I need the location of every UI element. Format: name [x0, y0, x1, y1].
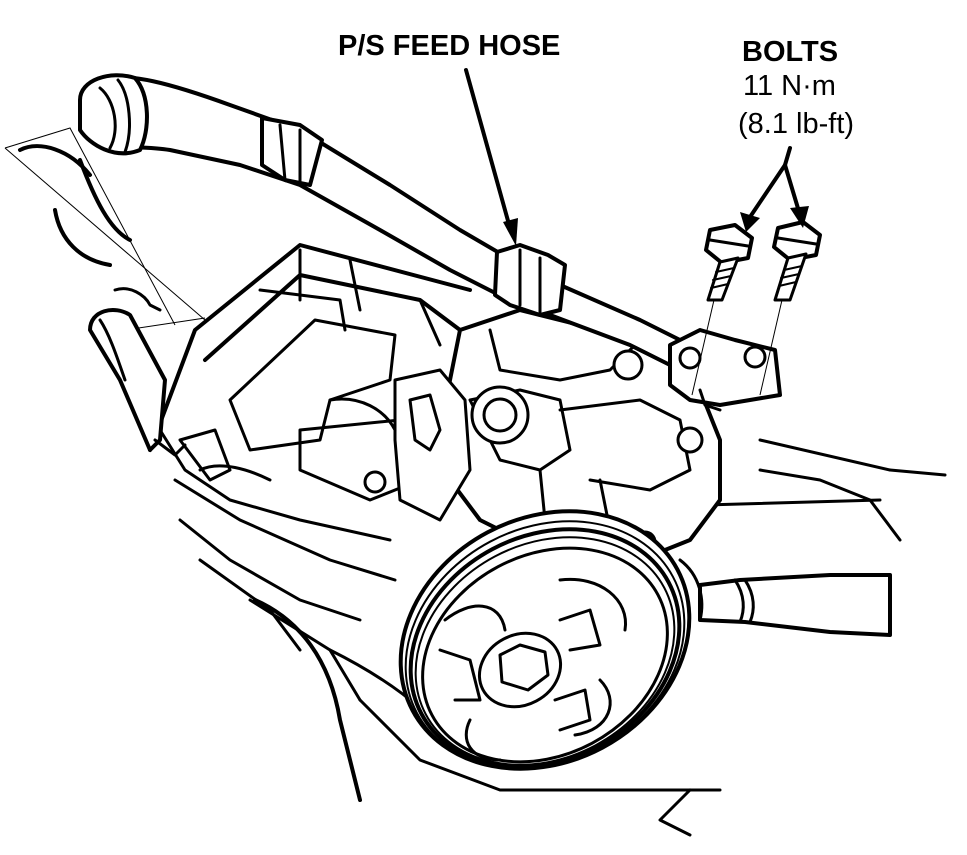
hose-clamp [88, 287, 187, 457]
torque-metric-label: 11 N·m [743, 70, 836, 102]
bolt-guide-lines [691, 299, 783, 396]
reference-lines [4, 127, 947, 507]
bolt-right [772, 220, 822, 302]
bolts-label: BOLTS [742, 36, 839, 68]
arrow-icon [464, 68, 809, 246]
bolt-left [704, 223, 754, 302]
power-steering-pump [328, 308, 722, 562]
ps-feed-hose [18, 73, 782, 412]
return-hose [678, 468, 902, 637]
pump-pulley [398, 509, 692, 771]
torque-imperial-label: (8.1 lb-ft) [738, 108, 855, 140]
feed-hose-label: P/S FEED HOSE [338, 30, 561, 62]
